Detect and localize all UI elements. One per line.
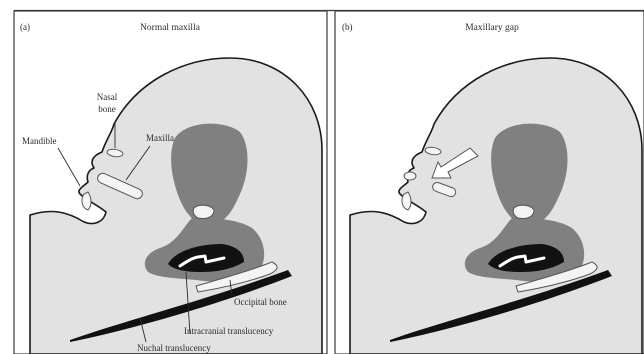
ear xyxy=(193,205,214,218)
panel-b-title: Maxillary gap xyxy=(465,23,519,33)
mandible-leader xyxy=(58,148,80,186)
panel-b-letter: (b) xyxy=(342,22,353,32)
maxilla-fragment-front xyxy=(404,172,416,180)
nasal-label-line1: Nasal xyxy=(97,92,118,102)
occipital-bone-label: Occipital bone xyxy=(234,297,287,307)
panel-a-title: Normal maxilla xyxy=(140,23,201,33)
nuchal-translucency-label: Nuchal translucency xyxy=(137,343,211,353)
panel-b-profile xyxy=(350,58,642,354)
mandible-label: Mandible xyxy=(22,136,57,146)
mandible xyxy=(82,192,91,210)
panel-a-letter: (a) xyxy=(20,22,30,32)
panel-a: (a) Normal maxilla Nasal bone Mandib xyxy=(14,11,327,354)
ear-b xyxy=(513,205,534,218)
maxilla-label: Maxilla xyxy=(146,133,174,143)
panel-b: (b) Maxillary gap xyxy=(335,11,644,354)
intracranial-translucency-label: Intracranial translucency xyxy=(184,326,274,336)
mandible-b xyxy=(402,192,411,210)
nasal-label-line2: bone xyxy=(98,104,116,114)
